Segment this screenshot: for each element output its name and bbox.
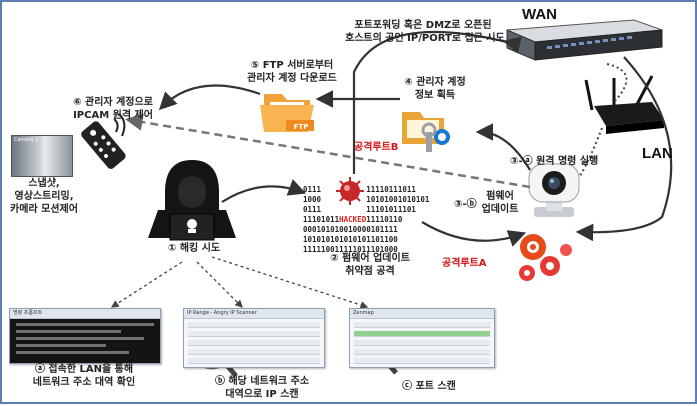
remote-control-dashed-arrow (125, 113, 531, 189)
cmd-line (16, 330, 121, 333)
step3b-number: ③-ⓑ (454, 199, 477, 210)
step2-arrow (221, 179, 307, 203)
cmd-line (16, 323, 154, 326)
camera-result-caption: 스냅샷, 영상스트리밍, 카메라 모션제어 (10, 178, 78, 215)
ftp-folder-icon (260, 94, 314, 132)
step3a-caption: ③-ⓐ 원격 명령 실행 (510, 156, 599, 167)
ip-scanner-title: IP Range - Angry IP Scanner (184, 309, 324, 319)
scan-row (188, 340, 320, 346)
port-scanner-title: Zenmap (350, 309, 494, 319)
to-ip-scan-arrow (196, 261, 243, 308)
router-camera-link (576, 127, 603, 181)
step1-caption: ① 해킹 시도 (167, 243, 221, 254)
cmd-line (16, 344, 106, 347)
ftp-folder-label: FTP (293, 123, 309, 131)
route-b-label: 공격루트B (354, 142, 399, 153)
binary-line: 11110110 (366, 215, 403, 224)
remote-control-icon (81, 121, 126, 169)
lan-router-icon (584, 75, 664, 134)
binary-line: 101010101010101101100 (303, 235, 398, 244)
route-a-label: 공격루트A (442, 258, 487, 269)
step5-caption: ⑤ FTP 서버로부터 관리자 계정 다운로드 (247, 60, 337, 84)
wan-label: WAN (522, 6, 557, 23)
cmd-line (16, 351, 129, 354)
scan-row (354, 349, 490, 355)
key-folder-icon (402, 112, 450, 152)
gear-icon (519, 234, 572, 281)
step6-arrow (158, 84, 261, 111)
step3b-caption: 펌웨어 업데이트 (481, 191, 519, 215)
step2-caption: ② 펌웨어 업데이트 취약점 공격 (330, 253, 410, 277)
hacker-icon (148, 160, 236, 241)
binary-line: 1000 10101001010101 (303, 195, 430, 204)
switch-router-link (606, 63, 628, 103)
cmd-window: 명령 프롬프트 (9, 308, 161, 364)
ip-camera-icon (528, 163, 580, 217)
step6-caption: ⑥ 관리자 계정으로 IPCAM 원격 제어 (73, 97, 153, 121)
scan-row (188, 331, 320, 337)
wan-switch-icon (506, 19, 663, 61)
wan-to-virus-arrow (352, 30, 522, 174)
step3b-arrow (421, 221, 527, 247)
sub-a-caption: ⓐ 접속한 LAN을 통해 네트워크 주소 대역 확인 (32, 364, 136, 388)
camera-snapshot-thumbnail: Camera 1 (11, 135, 73, 177)
scan-row (354, 331, 490, 337)
binary-line: 0111 11101011101 (303, 205, 416, 214)
binary-line: 111110011111011101000 (303, 245, 398, 254)
port-scanner-window: Zenmap (349, 308, 495, 368)
cmd-window-title: 명령 프롬프트 (10, 309, 160, 319)
scan-row (188, 358, 320, 364)
binary-line: 0111 11110111011 (303, 185, 416, 194)
ip-scanner-window: IP Range - Angry IP Scanner (183, 308, 325, 368)
step3a-arrow (475, 123, 531, 171)
scan-row (354, 322, 490, 328)
lan-label: LAN (642, 145, 673, 162)
camera-thumb-title: Camera 1 (14, 137, 39, 143)
sub-b-caption: ⓑ 해당 네트워크 주소 대역으로 IP 스캔 (214, 376, 310, 400)
sub-c-caption: ⓒ 포트 스캔 (402, 381, 456, 392)
hacked-text: HACKED (339, 215, 367, 224)
scan-row (188, 349, 320, 355)
wan-to-camera-arrow (575, 56, 673, 242)
scan-row (354, 358, 490, 364)
to-lan-check-arrow (110, 261, 183, 308)
virus-icon (336, 177, 364, 205)
cmd-line (16, 337, 144, 340)
step4-caption: ④ 관리자 계정 정보 획득 (404, 77, 466, 101)
binary-code-block: 0111 11110111011 1000 10101001010101 011… (303, 185, 429, 255)
port-forward-caption: 포트포워딩 혹은 DMZ로 오픈된 호스트의 공인 IP/PORT로 접근 시도 (345, 20, 505, 44)
binary-line: 11101011 (303, 215, 340, 224)
signal-waves-icon (113, 113, 126, 137)
scan-row (354, 340, 490, 346)
scan-row (188, 322, 320, 328)
binary-line: 000101010010000101111 (303, 225, 398, 234)
